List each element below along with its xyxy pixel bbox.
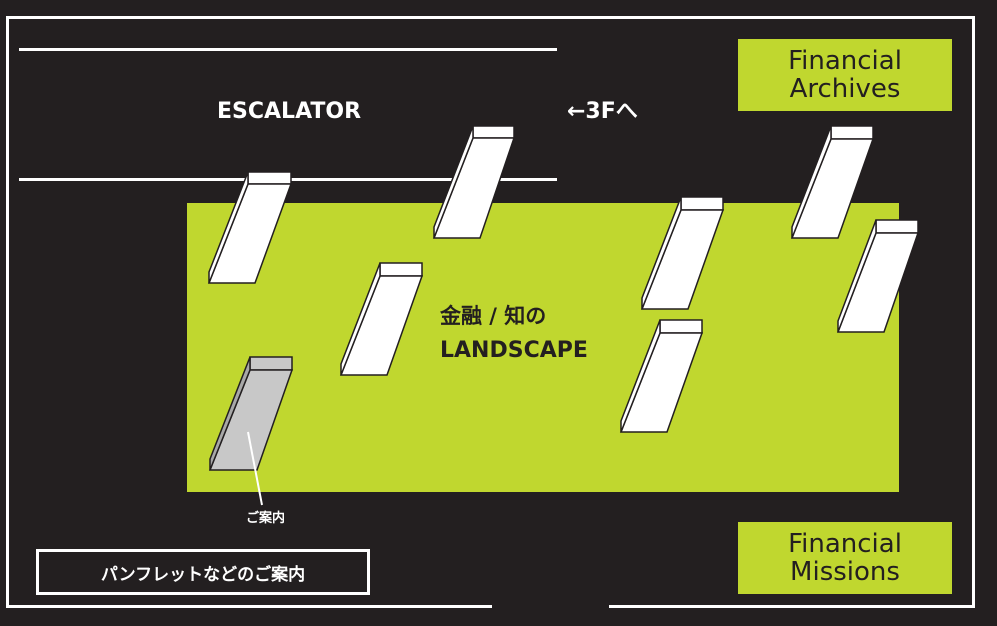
wall-bottom-right — [609, 605, 975, 608]
info-desk-label: ご案内 — [246, 511, 286, 526]
financial-missions-line2: Missions — [790, 557, 900, 587]
landscape-room[interactable] — [187, 203, 899, 492]
wall-left — [6, 16, 9, 608]
escalator-line-top — [19, 48, 557, 51]
exhibit-panel — [836, 219, 920, 333]
escalator-label: ESCALATOR — [217, 99, 362, 124]
financial-archives-line1: Financial — [788, 45, 902, 76]
pamphlet-info-box[interactable]: パンフレットなどのご案内 — [36, 549, 370, 595]
exhibit-panel — [619, 319, 704, 433]
financial-missions-line1: Financial — [788, 528, 902, 559]
info-desk-leader — [247, 431, 263, 506]
landscape-title-line2: LANDSCAPE — [440, 338, 588, 363]
landscape-title-line1: 金融 / 知の — [440, 304, 547, 328]
exhibit-panel — [432, 125, 516, 239]
wall-bottom-left — [6, 605, 492, 608]
exhibit-panel — [790, 125, 875, 239]
info-desk-panel — [208, 356, 294, 471]
wall-right — [972, 16, 975, 608]
exhibit-panel — [339, 262, 424, 376]
exhibit-panel — [207, 171, 293, 284]
exhibit-panel — [640, 196, 725, 310]
financial-missions-room[interactable]: Financial Missions — [738, 522, 952, 594]
wall-top — [6, 16, 975, 19]
financial-archives-line2: Archives — [789, 74, 901, 104]
financial-archives-room[interactable]: Financial Archives — [738, 39, 952, 111]
pamphlet-label: パンフレットなどのご案内 — [100, 564, 306, 585]
upstairs-label[interactable]: ←3Fへ — [567, 99, 638, 124]
